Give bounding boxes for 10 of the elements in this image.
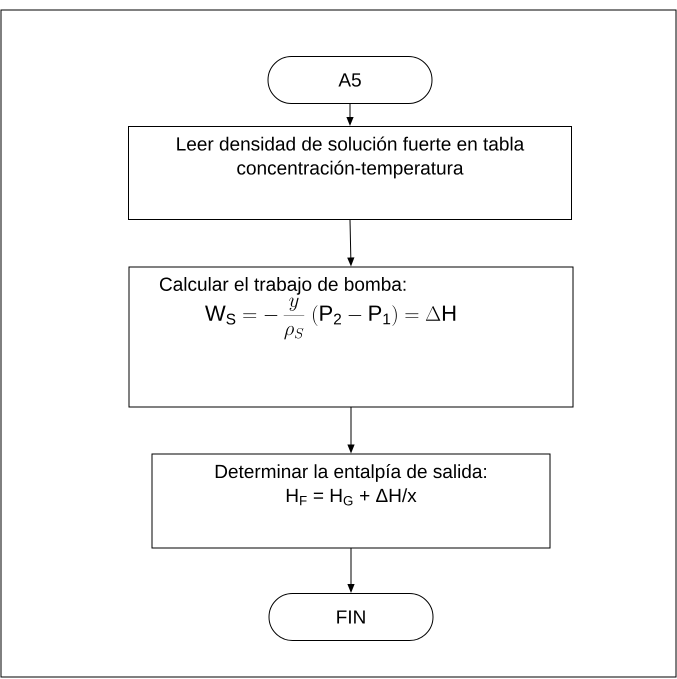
process-box — [128, 126, 572, 220]
formula: $\mathrm{W_S} = -\,\frac{y}{\rho_S}\;(\mathrm{P_2} - \mathrm{P_1}) = \Delta \mathrm{H}$ — [205, 298, 456, 340]
step-text: Leer densidad de solución fuerte en tabla concentración-temperatura — [177, 136, 524, 178]
terminal: FIN — [268, 593, 434, 641]
step-text: Calcular el trabajo de bomba: — [160, 277, 406, 295]
step-text: H$_{F}$ = H$_{G}$ + ΔH/x — [286, 488, 416, 506]
terminal: A5 — [268, 56, 432, 104]
process-box — [128, 266, 574, 408]
process-box — [152, 454, 550, 548]
step-text: Determinar la entalpía de salida: — [216, 464, 486, 482]
